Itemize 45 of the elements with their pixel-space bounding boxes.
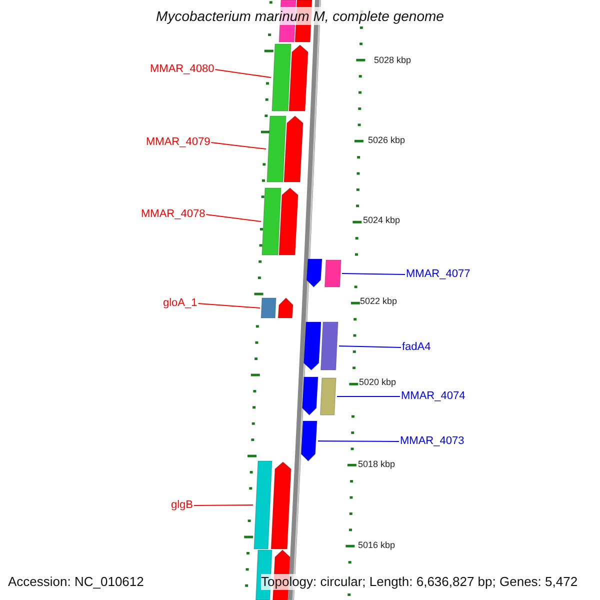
gene-label: MMAR_4079 [146,136,210,149]
gene-block [278,297,294,318]
gene-block [254,460,272,550]
gene-label: fadA4 [402,341,431,354]
gene-block [320,378,336,416]
gene-label: gloA_1 [163,297,198,310]
scale-label: 5022 kbp [360,296,398,307]
gene-block [260,298,276,318]
leader-line [206,214,262,222]
leader-line [338,346,402,348]
footer-text: Accession: NC_010612 [8,574,144,590]
scale-label: 5020 kbp [359,377,396,388]
gene-block [306,258,322,288]
gene-block [270,461,292,550]
gene-block [288,44,308,112]
gene-block [302,376,318,416]
leader-line [342,273,406,275]
gene-label: glgB [171,499,194,512]
leader-line [318,440,400,442]
gene-block [278,187,298,256]
gene-label: MMAR_4074 [401,390,466,403]
scale-label: 5016 kbp [358,540,396,551]
leader-line [336,396,400,397]
gene-block [266,116,286,182]
gene-block [262,188,282,256]
leader-line [210,142,266,150]
gene-block [272,44,292,112]
gene-block [303,322,322,371]
gene-block [284,115,304,182]
leader-line [214,69,272,78]
scale-label: 5018 kbp [358,459,396,470]
leader-line [194,504,254,506]
scale-label: 5028 kbp [374,55,412,66]
gene-label: MMAR_4080 [150,63,214,76]
footer-text: Topology: circular; Length: 6,636,827 bp; Genes: 5,472 [261,574,578,590]
leader-line [198,303,261,308]
gene-label: MMAR_4078 [141,208,206,221]
gene-label: MMAR_4077 [406,268,470,281]
gene-block [320,322,338,370]
gene-block [300,420,318,462]
gene-label: MMAR_4073 [400,435,464,448]
scale-label: 5026 kbp [368,135,406,146]
scale-label: 5024 kbp [363,215,400,226]
gene-block [324,260,342,288]
title: Mycobacterium marinum M, complete genome [154,7,446,25]
